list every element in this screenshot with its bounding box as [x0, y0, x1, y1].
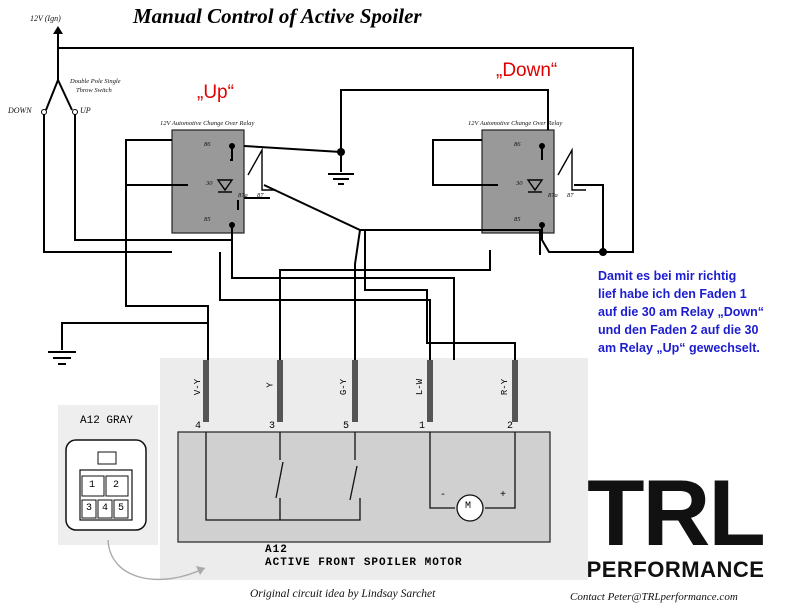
ign-label: 12V (Ign): [30, 14, 61, 23]
switch-terminal-down: [41, 109, 47, 115]
ground-symbol-left: [48, 351, 76, 365]
motor-minus: -: [440, 490, 447, 501]
motor-symbol-letter: M: [465, 501, 472, 512]
note-line: am Relay „Up“ gewechselt.: [598, 341, 760, 355]
relay-down-diode-icon: [526, 179, 544, 192]
credit-text: Original circuit idea by Lindsay Sarchet: [250, 588, 436, 600]
wire-color-y: Y: [265, 382, 276, 388]
relay-up-caption: 12V Automotive Change Over Relay: [160, 120, 255, 127]
wire-color-gy: G-Y: [339, 378, 350, 396]
motor-pin-1: 1: [419, 421, 426, 432]
connector-cell-5: [113, 499, 129, 519]
motor-pin-5: 5: [343, 421, 350, 432]
motor-internal-wiring: [205, 432, 516, 521]
note-text: Damit es bei mir richtig lief habe ich d…: [598, 267, 793, 357]
wire-color-vy: V-Y: [193, 378, 204, 396]
connector-name: A12 GRAY: [80, 415, 133, 427]
relay-up-pin-85: 85: [204, 216, 211, 223]
connector-arrow-curve: [107, 539, 206, 581]
motor-label-name: ACTIVE FRONT SPOILER MOTOR: [265, 557, 463, 569]
relay-down-pin-87a: 87a: [548, 192, 558, 199]
trl-logo: TRL PERFORMANCE: [563, 460, 788, 588]
connector-cell-2: [105, 475, 129, 497]
note-line: und den Faden 2 auf die 30: [598, 323, 759, 337]
wire-color-lw: L-W: [415, 378, 426, 396]
relay-up-title: „Up“: [197, 82, 234, 103]
wires: [43, 30, 634, 360]
motor-plus: +: [500, 490, 507, 501]
relay-down-contacts: [557, 147, 586, 191]
connector-cell-1: [81, 475, 105, 497]
motor-pin-2: 2: [507, 421, 514, 432]
logo-sub: PERFORMANCE: [586, 557, 765, 582]
motor-pin-4: 4: [195, 421, 202, 432]
switch-label-line2: Throw Switch: [76, 87, 112, 94]
motor-housing: [177, 431, 551, 543]
contact-text: Contact Peter@TRLperformance.com: [570, 591, 738, 603]
note-line: Damit es bei mir richtig: [598, 269, 737, 283]
connector-tab: [97, 451, 117, 465]
switch-label-line1: Double Pole Single: [70, 78, 121, 85]
relay-up-pin-86: 86: [204, 141, 211, 148]
relay-down-pin-87: 87: [567, 192, 574, 199]
relay-up-diode-icon: [216, 179, 234, 192]
motor-label-code: A12: [265, 544, 288, 556]
connector-cell-3: [81, 499, 97, 519]
motor-symbol-circle: [456, 494, 484, 522]
switch-terminal-up: [72, 109, 78, 115]
relay-down-title: „Down“: [496, 60, 558, 81]
connector-pin-1: 1: [89, 480, 96, 491]
switch-down-label: DOWN: [8, 106, 32, 115]
relay-up-pin-30: 30: [206, 180, 213, 187]
switch-up-label: UP: [80, 106, 91, 115]
motor-wire-stubs: [203, 360, 518, 422]
connector-pin-4: 4: [102, 503, 109, 514]
motor-pin-3: 3: [269, 421, 276, 432]
junction-dots: [229, 143, 607, 256]
relay-down-pin-85: 85: [514, 216, 521, 223]
connector-pin-5: 5: [118, 503, 125, 514]
connector-cell-4: [97, 499, 113, 519]
relay-up-contacts: [247, 147, 276, 191]
connector-pin-2: 2: [113, 480, 120, 491]
ground-symbol-relay: [328, 173, 354, 185]
page-title: Manual Control of Active Spoiler: [133, 4, 422, 28]
relay-down-pin-86: 86: [514, 141, 521, 148]
relay-up-pin-87a: 87a: [238, 192, 248, 199]
connector-pin-3: 3: [86, 503, 93, 514]
relay-down-pin-30: 30: [516, 180, 523, 187]
relay-up-pin-87: 87: [257, 192, 264, 199]
logo-mark: TRL: [587, 460, 766, 565]
relay-down-caption: 12V Automotive Change Over Relay: [468, 120, 563, 127]
connector-arrow-icon: [196, 566, 205, 575]
ign-arrow-icon: [53, 26, 63, 34]
wire-color-ry: R-Y: [500, 378, 511, 396]
note-line: lief habe ich den Faden 1: [598, 287, 747, 301]
note-line: auf die 30 am Relay „Down“: [598, 305, 765, 319]
